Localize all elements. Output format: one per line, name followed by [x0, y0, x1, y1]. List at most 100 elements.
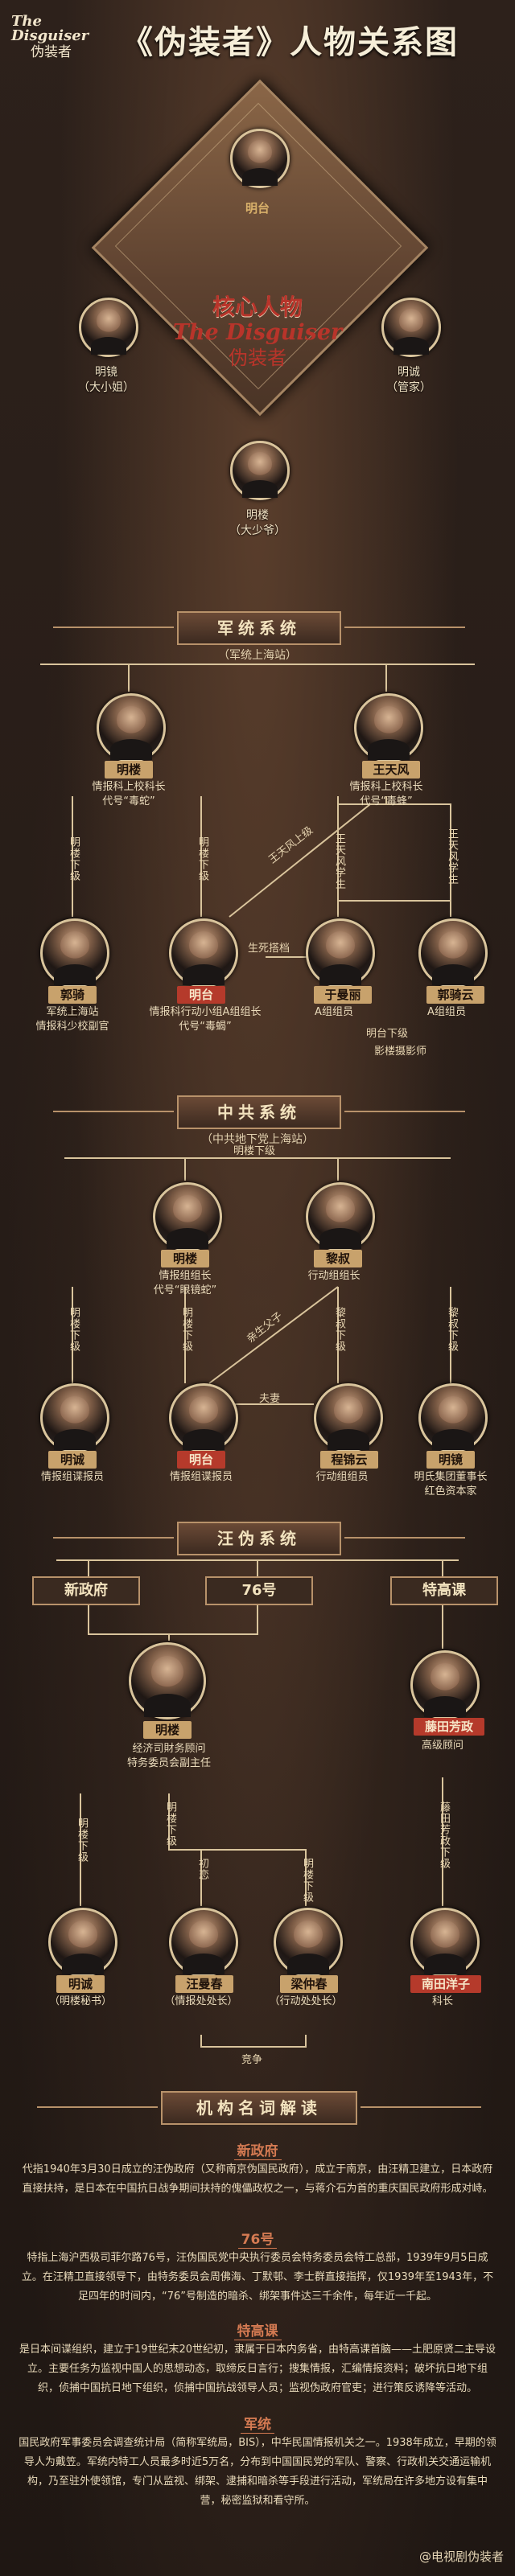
zhonggong-mingcheng-role: 情报组谍报员 [40, 1471, 104, 1483]
wangwei-wangman-name: 汪曼春 [175, 1975, 233, 1993]
terms-banner: 机构名词解读 [37, 2091, 481, 2125]
term-title-new-gov-text: 新政府 [233, 2143, 282, 2160]
wangwei-mingcheng-role: （明楼秘书） [48, 1995, 112, 2007]
wangwei-wangman-role: （情报处处长） [164, 1995, 238, 2007]
logo-chinese: 伪装者 [31, 44, 72, 60]
rel-juntong-student2: 王天风学生 [446, 828, 458, 885]
zhonggong-minglou-name: 明楼 [161, 1250, 209, 1267]
portrait-minglou-zhonggong [153, 1182, 222, 1251]
portrait-guoqiyun-member [418, 918, 488, 988]
juntong-mingtai-line-2: 代号“毒蝎” [179, 1021, 232, 1033]
juntong-wang-name: 王天风 [362, 761, 420, 779]
core-left-caption: 明镜 （大小姐） [66, 365, 146, 396]
wangwei-banner: 汪伪系统 [53, 1522, 465, 1555]
zhonggong-liqiu-name: 黎叔 [314, 1250, 362, 1267]
zhonggong-cheng-role: 行动组组员 [315, 1471, 369, 1483]
zhonggong-subtitle: （中共地下党上海站） [201, 1133, 314, 1146]
term-title-76: 76号 [0, 2228, 515, 2249]
portrait-liqiu [306, 1182, 375, 1251]
portrait-mingjing-core [79, 298, 138, 357]
org-new-government: 新政府 [32, 1576, 140, 1605]
core-right-caption: 明诚 （管家） [369, 365, 449, 396]
wangwei-liang-role: （行动处处长） [269, 1995, 343, 2007]
rel-wangwei-lover: 初恋 [196, 1858, 208, 1880]
zhonggong-cheng-name: 程锦云 [320, 1451, 378, 1469]
rel-zhonggong-li-sub1: 黎叔下级 [333, 1307, 345, 1352]
term-title-76-text: 76号 [237, 2232, 278, 2249]
portrait-guoqiyun-deputy [40, 918, 109, 988]
wangwei-minglou-line-1: 经济司財务顾问 [132, 1743, 206, 1755]
juntong-mingtai-line-1: 情报科行动小组A组组长 [149, 1006, 262, 1018]
portrait-chengjinyun [314, 1383, 383, 1452]
zhonggong-mingcheng-name: 明诚 [48, 1451, 97, 1469]
zhonggong-minglou-line-1: 情报组组长 [159, 1270, 212, 1282]
term-body-new-gov: 代指1940年3月30日成立的汪伪政府（又称南京伪国民政府），成立于南京，由汪精… [22, 2163, 493, 2195]
wangwei-minglou-name: 明楼 [143, 1721, 192, 1739]
wangwei-liang-name: 梁仲春 [280, 1975, 338, 1993]
juntong-minglou-role: 情报科上校科长 代号“毒蛇” [64, 780, 193, 809]
rel-zhonggong-couple: 夫妻 [259, 1393, 281, 1405]
zhonggong-banner: 中共系统 [53, 1095, 465, 1129]
core-logo-chinese: 伪装者 [229, 347, 286, 369]
juntong-minglou-line-2: 代号“毒蛇” [102, 795, 155, 807]
wangwei-fujita-role: 高级顾问 [421, 1740, 464, 1752]
rel-juntong-minglou-sub2: 明楼下级 [196, 836, 208, 881]
juntong-guo-line-1: 军统上海站 [46, 1006, 99, 1018]
juntong-wang-line-1: 情报科上校科长 [349, 781, 423, 793]
rel-wangwei-sub1: 明楼下级 [76, 1818, 88, 1863]
juntong-subtitle: （军统上海站） [218, 649, 297, 662]
rel-wangwei-sub2: 明楼下级 [164, 1802, 176, 1847]
portrait-nanda [410, 1908, 480, 1977]
wangwei-minglou-role: 经济司財务顾问 特务委员会副主任 [97, 1742, 241, 1771]
portrait-mingcheng-core [381, 298, 441, 357]
rel-zhonggong-top: 明楼下级 [233, 1145, 276, 1157]
portrait-mingtai-core [230, 129, 290, 188]
rel-wangwei-fujita-sub: 藤田芳政下级 [438, 1802, 450, 1869]
term-title-juntong: 军统 [0, 2413, 515, 2434]
term-title-tokko-text: 特高课 [233, 2323, 282, 2340]
portrait-wangtianfeng [354, 693, 423, 762]
org-tokko: 特高课 [390, 1576, 498, 1605]
juntong-wang-line-2: 代号“毒蜂” [360, 795, 413, 807]
term-title-new-gov: 新政府 [0, 2139, 515, 2160]
zhonggong-mingjing-name: 明镜 [426, 1451, 475, 1469]
juntong-guoqi-role: A组组员 [427, 1006, 466, 1018]
zhonggong-mingjing-line-1: 明氏集团董事长 [414, 1471, 488, 1483]
portrait-minglou-core [230, 441, 290, 500]
term-body-76: 特指上海沪西极司菲尔路76号，汪伪国民党中央执行委员会特务委员会特工总部，193… [21, 2252, 494, 2303]
juntong-yu-name: 于曼丽 [314, 986, 372, 1004]
zhonggong-mingjing-line-2: 红色资本家 [424, 1485, 477, 1498]
zhonggong-minglou-role: 情报组组长 代号“眼镜蛇” [121, 1269, 249, 1298]
juntong-minglou-name: 明楼 [105, 761, 153, 779]
rel-juntong-partner: 生死搭档 [248, 943, 290, 955]
portrait-minglou-juntong [97, 693, 166, 762]
show-logo: The Disguiser 伪装者 [11, 13, 108, 61]
rel-wangwei-compete: 竞争 [241, 2054, 263, 2066]
juntong-guo-name: 郭骑云 [48, 986, 97, 1020]
juntong-guo-role: 军统上海站 情报科少校副官 [8, 1005, 137, 1034]
org-76: 76号 [205, 1576, 313, 1605]
portrait-mingcheng-zhonggong [40, 1383, 109, 1452]
rel-zhonggong-sub3: 明楼下级 [180, 1307, 192, 1352]
wangwei-mingcheng-name: 明诚 [56, 1975, 105, 1993]
core-logo: The Disguiser 伪装者 [161, 320, 354, 370]
portrait-yumanli [306, 918, 375, 988]
juntong-guo-line-2: 情报科少校副官 [35, 1021, 109, 1033]
core-bottom-name: 明楼 [246, 509, 269, 522]
zhonggong-mingtai-name: 明台 [177, 1451, 225, 1469]
juntong-banner: 军统系统 [53, 611, 465, 645]
portrait-liangzhongchun [274, 1908, 343, 1977]
zhonggong-mingjing-role: 明氏集团董事长 红色资本家 [394, 1470, 507, 1499]
portrait-fujita [410, 1650, 480, 1719]
portrait-mingcheng-wangwei [48, 1908, 117, 1977]
juntong-mingtai-role: 情报科行动小组A组组长 代号“毒蝎” [133, 1005, 278, 1034]
logo-english: The Disguiser [11, 13, 89, 44]
core-bottom-caption: 明楼 （大少爷） [217, 508, 298, 539]
rel-juntong-film: 影楼摄影师 [374, 1046, 427, 1058]
rel-juntong-student1: 王天风学生 [333, 833, 345, 889]
core-bottom-note: （大少爷） [229, 524, 286, 537]
juntong-wang-role: 情报科上校科长 代号“毒蜂” [322, 780, 451, 809]
portrait-minglou-wangwei [129, 1642, 206, 1719]
footer-watermark: @电视剧伪装者 [418, 2549, 504, 2564]
